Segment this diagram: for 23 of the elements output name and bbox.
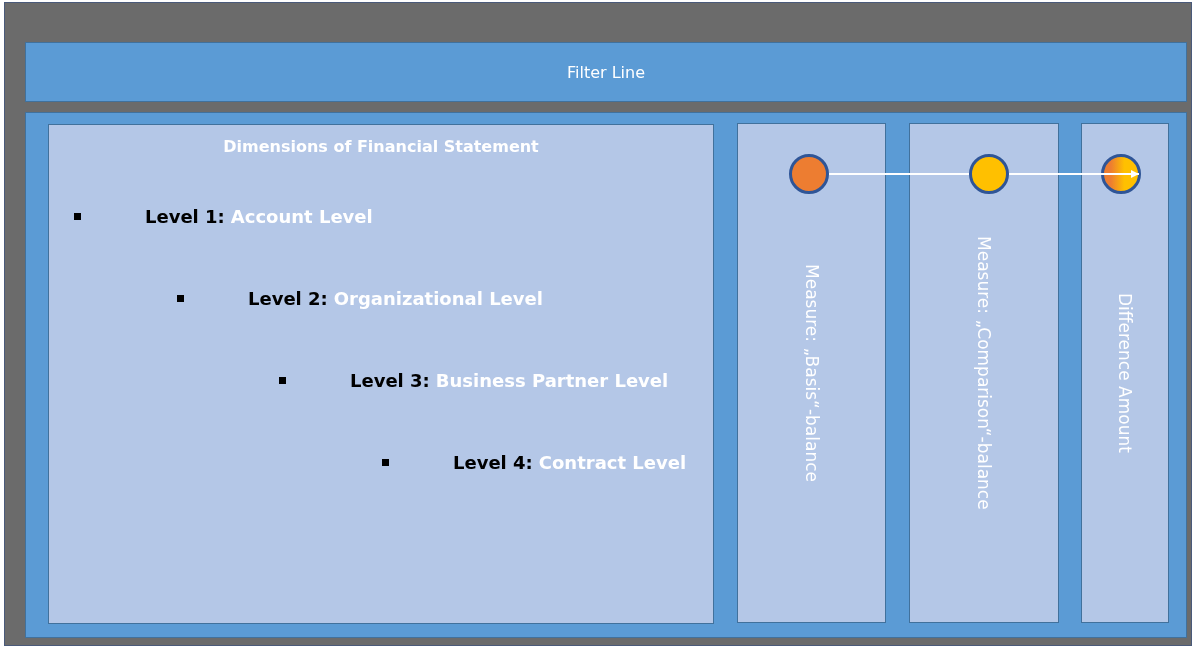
arrow xyxy=(1008,170,1140,178)
measure-column xyxy=(909,123,1059,623)
circle-marker xyxy=(1101,154,1141,194)
panel-background xyxy=(25,112,1187,638)
measure-column xyxy=(1081,123,1169,623)
measure-column xyxy=(737,123,886,623)
column-label: Measure: „Basis“-balance xyxy=(801,264,822,482)
column-label: Measure: „Comparison“-balance xyxy=(974,236,994,510)
level-name: Organizational Level xyxy=(333,287,543,309)
level-name: Account Level xyxy=(230,205,373,227)
level-number: Level 4: xyxy=(453,451,533,473)
dimensions-panel xyxy=(48,124,714,624)
bar-title: Filter Line xyxy=(566,62,646,82)
circle-marker xyxy=(969,154,1009,194)
circle-marker xyxy=(789,154,829,194)
level-number: Level 1: xyxy=(145,205,225,227)
filter-bar xyxy=(25,42,1187,102)
level-name: Contract Level xyxy=(538,451,687,473)
level-number: Level 2: xyxy=(248,287,328,309)
level-name: Business Partner Level xyxy=(435,369,669,391)
panel-heading: Dimensions of Financial Statement xyxy=(222,137,540,156)
level-number: Level 3: xyxy=(350,369,430,391)
column-label: Difference Amount xyxy=(1115,293,1135,453)
